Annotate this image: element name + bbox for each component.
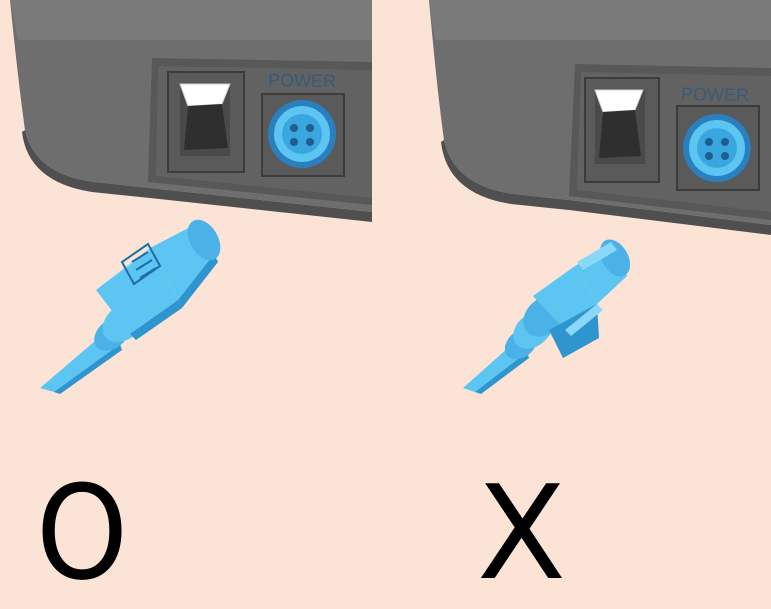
wrong-mark: X [477, 468, 566, 598]
power-label: POWER [268, 70, 336, 91]
incorrect-connection-panel: POWER X [399, 0, 771, 601]
power-socket-icon [262, 94, 344, 176]
power-switch-icon [168, 72, 244, 172]
power-switch-icon [585, 78, 659, 182]
incorrect-connection-illustration: POWER [399, 0, 771, 400]
correct-connection-illustration: POWER [0, 0, 372, 400]
correct-mark: O [36, 468, 128, 598]
power-socket-icon [677, 106, 759, 190]
power-plug-correct [40, 214, 227, 394]
power-plug-incorrect [463, 234, 636, 394]
correct-connection-panel: POWER [0, 0, 372, 601]
power-label: POWER [681, 84, 749, 105]
